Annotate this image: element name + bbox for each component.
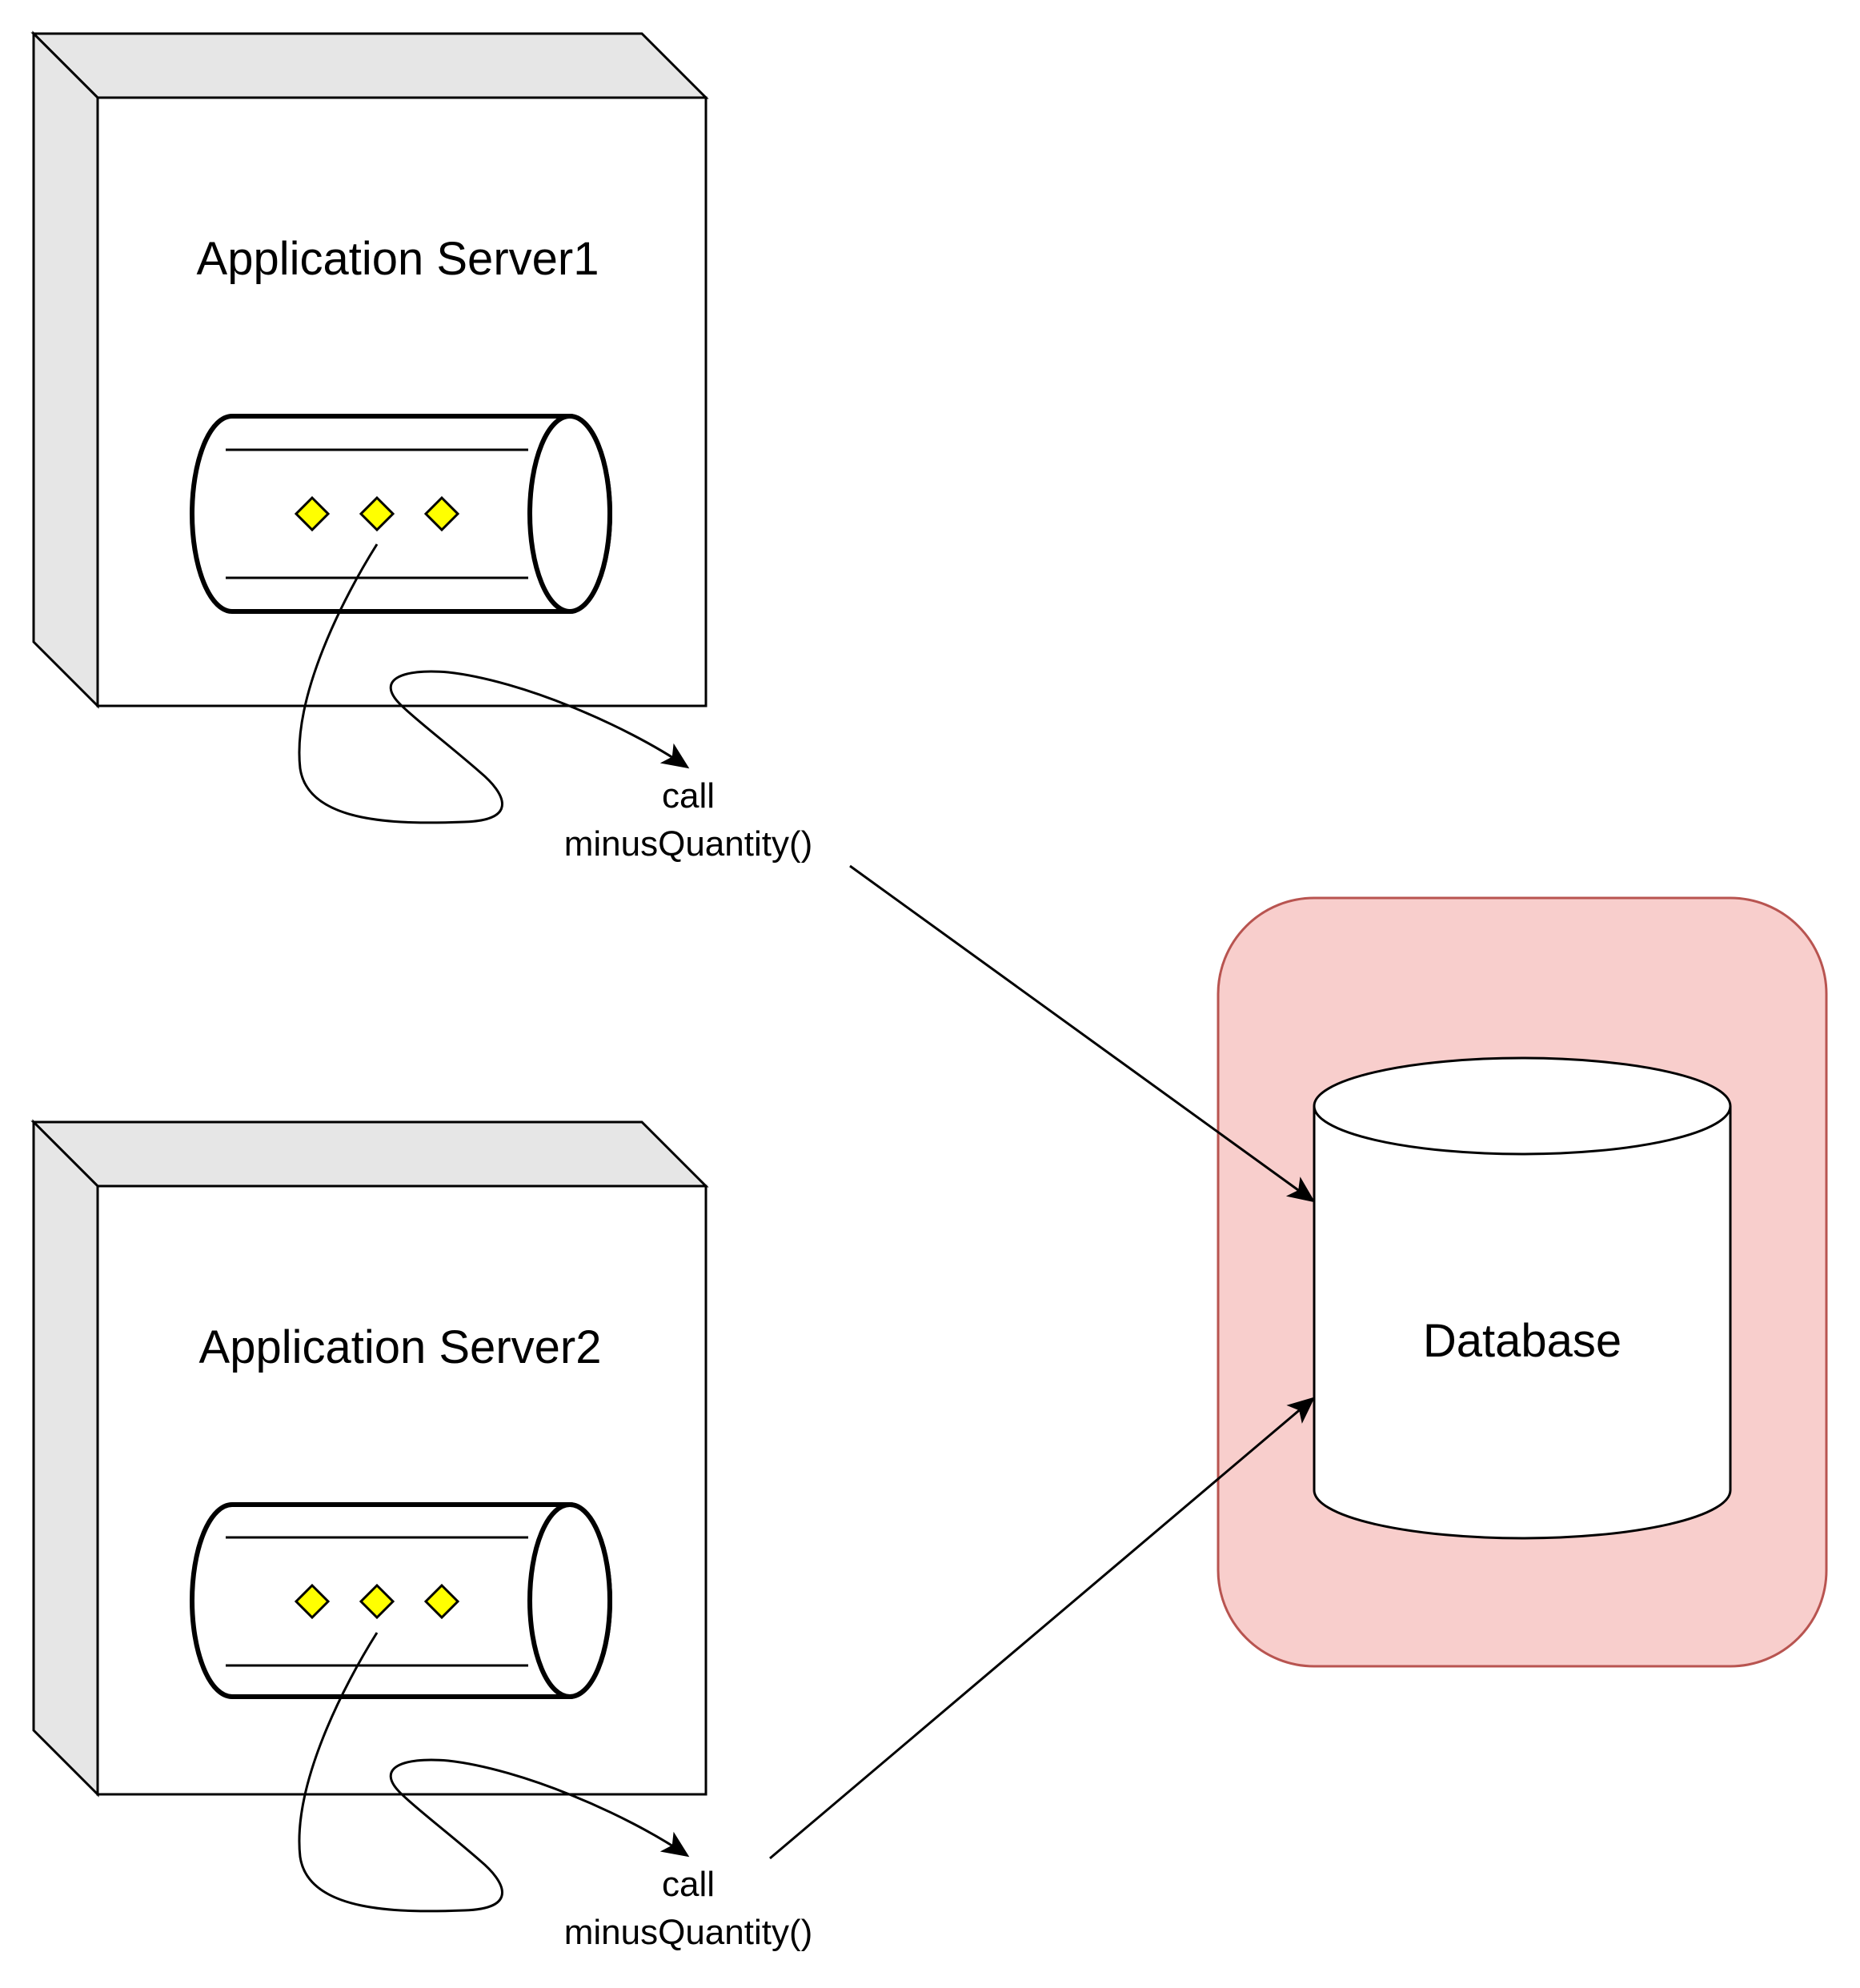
server-1-side-face [32, 30, 99, 709]
database-cylinder-icon[interactable] [1313, 1056, 1732, 1540]
server-2-to-database-arrow [769, 1397, 1316, 1860]
queue-item-icon [294, 1583, 331, 1620]
server-1-top-face [30, 32, 709, 99]
server-2-top-face [30, 1120, 709, 1188]
database-container[interactable]: Database [1217, 896, 1828, 1668]
queue-item-icon [423, 1583, 460, 1620]
queue-item-icon [359, 1583, 395, 1620]
queue-item-icon [294, 495, 331, 532]
database-label: Database [1423, 1315, 1621, 1367]
server-1-front-face [96, 96, 708, 707]
queue-item-icon [423, 495, 460, 532]
server-2-title: Application Server2 [199, 1321, 602, 1373]
server-1-loop-arrow [298, 543, 690, 824]
server-2-call-label-line1: call [662, 1865, 715, 1904]
message-queue-cylinder-icon[interactable] [190, 414, 612, 614]
server-1-title: Application Server1 [197, 233, 599, 285]
server-1-to-database-arrow [849, 864, 1316, 1203]
server-1-call-label-line2: minusQuantity() [564, 824, 813, 864]
server-2-loop-arrow [298, 1632, 690, 1913]
server-2-side-face [32, 1119, 99, 1798]
app-server-2-node[interactable]: Application Server2 [30, 1119, 709, 1913]
server-2-call-label-line2: minusQuantity() [564, 1913, 813, 1952]
queue-item-icon [359, 495, 395, 532]
message-queue-cylinder-icon[interactable] [190, 1502, 612, 1699]
app-server-1-node[interactable]: Application Server1 [30, 30, 709, 824]
server-2-front-face [96, 1184, 708, 1796]
server-1-call-label-line1: call [662, 776, 715, 816]
